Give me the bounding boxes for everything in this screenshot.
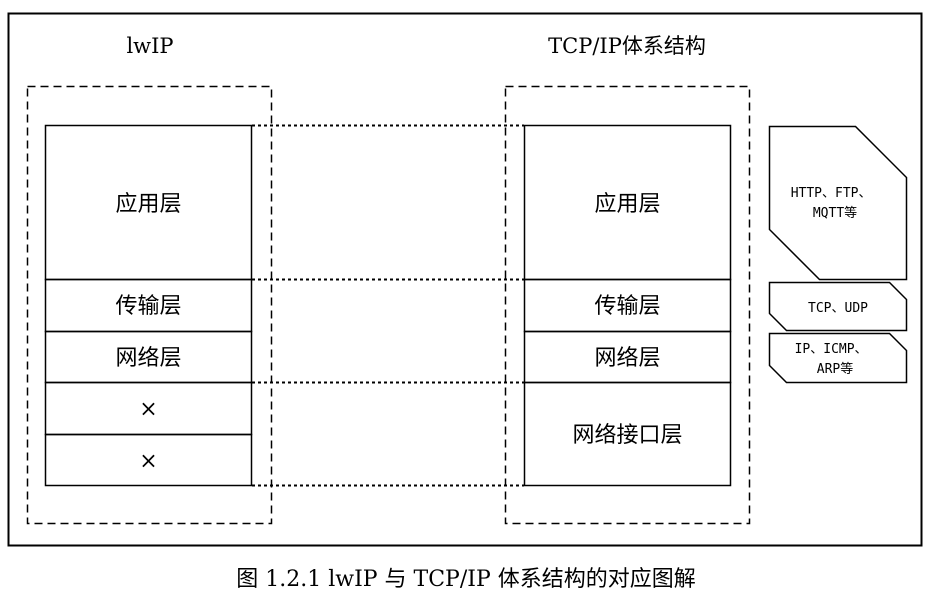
figure-caption: 图 1.2.1 lwIP 与 TCP/IP 体系结构的对应图解 <box>236 567 696 592</box>
lwip-application-label: 应用层 <box>115 192 181 217</box>
tcpip-stack: 应用层 传输层 网络层 网络接口层 <box>523 124 732 487</box>
network-protocols-line-2: ARP等 <box>817 361 853 377</box>
network-protocol-shape <box>768 332 908 384</box>
layer-connectors <box>252 124 524 487</box>
lwip-network-label: 网络层 <box>115 346 181 371</box>
tcpip-transport-label: 传输层 <box>594 294 660 319</box>
outer-frame <box>7 12 923 547</box>
tcpip-application-label: 应用层 <box>594 192 660 217</box>
network-protocols: IP、ICMP、 ARP等 <box>795 342 876 377</box>
transport-protocol-shape <box>768 281 908 332</box>
lwip-group-box <box>26 85 273 525</box>
lwip-transport-label: 传输层 <box>115 294 181 319</box>
tcpip-interface-label: 网络接口层 <box>572 423 682 448</box>
lwip-absent-layer-2 <box>44 433 253 487</box>
tcpip-network-label: 网络层 <box>594 346 660 371</box>
application-protocols-line-1: HTTP、FTP、 <box>791 186 872 201</box>
application-protocols: HTTP、FTP、 MQTT等 <box>791 186 880 221</box>
application-protocols-line-2: MQTT等 <box>813 205 857 221</box>
transport-protocols: TCP、UDP <box>808 301 868 316</box>
network-protocols-line-1: IP、ICMP、 <box>795 342 868 357</box>
lwip-stack: 应用层 传输层 网络层 × × <box>44 124 253 487</box>
protocol-callouts: HTTP、FTP、 MQTT等 TCP、UDP IP、ICMP、 ARP等 <box>768 125 908 384</box>
tcpip-interface-layer <box>523 381 732 487</box>
tcpip-title: TCP/IP体系结构 <box>548 34 706 58</box>
application-protocol-shape <box>768 125 908 281</box>
tcpip-group-box <box>504 85 751 525</box>
lwip-absent-mark-1: × <box>139 397 157 422</box>
lwip-title: lwIP <box>126 34 173 58</box>
lwip-absent-mark-2: × <box>139 449 157 474</box>
